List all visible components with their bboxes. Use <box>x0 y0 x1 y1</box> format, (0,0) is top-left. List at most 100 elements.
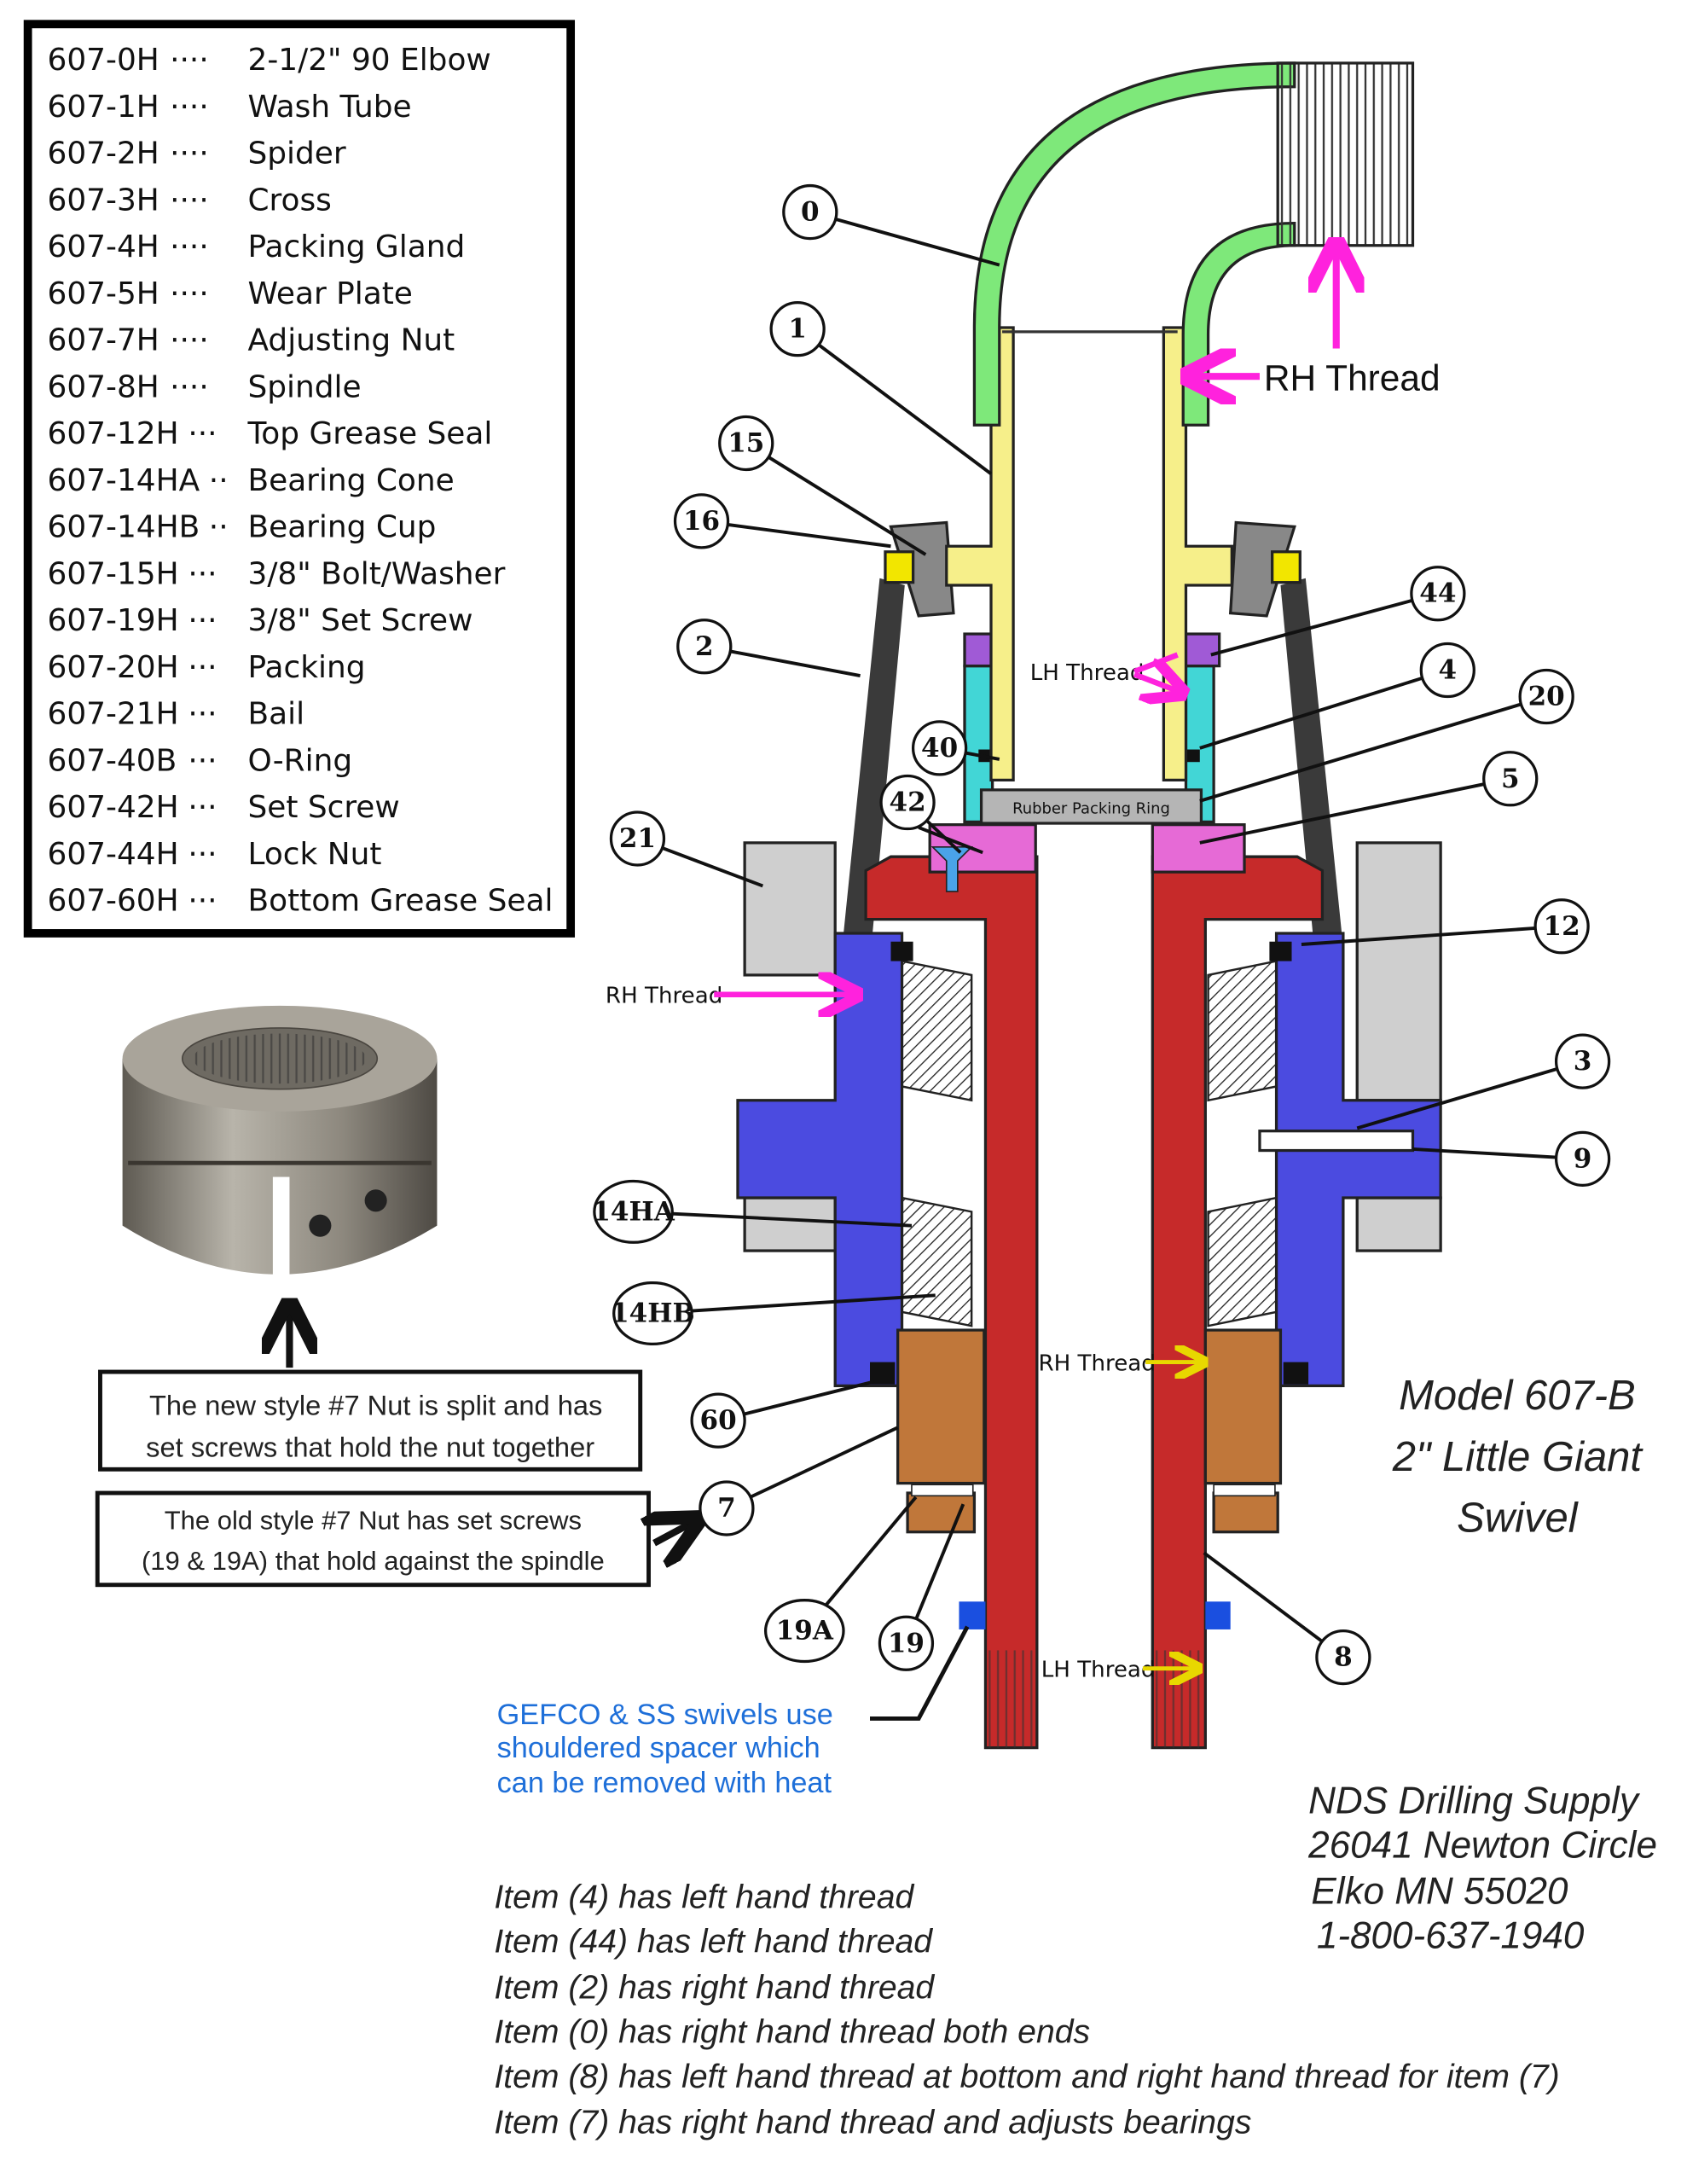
company-name: NDS Drilling Supply <box>1308 1780 1641 1821</box>
callout-number: 44 <box>1419 578 1456 609</box>
swivel-assembly: Rubber Packing Ring <box>736 61 1442 1750</box>
wear-plate-part-5 <box>928 823 1246 874</box>
part-description: Bearing Cone <box>247 463 454 498</box>
callout-0: 0 <box>782 183 1000 267</box>
spacer-left <box>959 1601 986 1629</box>
callout-60: 60 <box>690 1380 875 1449</box>
callout-number: 20 <box>1528 682 1565 712</box>
leader-line <box>1210 598 1413 657</box>
callout-21: 21 <box>609 810 764 888</box>
callout-number: 3 <box>1574 1046 1592 1077</box>
callout-42: 42 <box>879 774 983 855</box>
leader-line <box>1356 1067 1558 1130</box>
elbow-part-0 <box>972 61 1415 427</box>
leader-line <box>1199 676 1423 750</box>
leader-dots: ··· <box>188 650 217 685</box>
legend-row: 607-2H····Spider <box>47 136 345 171</box>
leader-dots: ··· <box>188 790 217 825</box>
callout-number: 40 <box>921 733 958 764</box>
legend-row: 607-1H····Wash Tube <box>47 90 411 125</box>
spindle-lh-thread-label: LH Thread <box>1041 1657 1156 1682</box>
callout-number: 19A <box>776 1616 834 1647</box>
part-code: 607-12H <box>47 416 178 451</box>
cross-part-3 <box>736 932 1442 1387</box>
part-code: 607-44H <box>47 837 178 872</box>
legend-row: 607-20H···Packing <box>47 650 365 685</box>
part-code: 607-40B <box>47 743 177 778</box>
part-description: Bearing Cup <box>247 510 436 545</box>
leader-dots: ·· <box>209 510 229 545</box>
callout-5: 5 <box>1199 751 1539 845</box>
part-code: 607-7H <box>47 323 159 358</box>
set-screw-19 <box>911 1484 1276 1497</box>
leader-line <box>743 1380 875 1416</box>
callout-1: 1 <box>769 301 993 475</box>
company-phone: 1-800-637-1940 <box>1317 1915 1585 1957</box>
callout-number: 12 <box>1544 911 1580 942</box>
callout-40: 40 <box>911 720 1000 776</box>
callout-number: 60 <box>700 1405 737 1436</box>
leader-dots: ···· <box>170 276 209 311</box>
elbow-rh-thread-label: RH Thread <box>1264 357 1441 398</box>
leader-dots: ··· <box>188 884 217 919</box>
lh-thread-arrows <box>1133 655 1178 691</box>
spider-part-2 <box>840 578 1345 961</box>
spacer-note-line-3: can be removed with heat <box>497 1767 832 1799</box>
legend-row: 607-12H···Top Grease Seal <box>47 416 492 451</box>
old-style-line-1: The old style #7 Nut has set screws <box>165 1505 582 1535</box>
grease-seals <box>870 941 1309 1385</box>
item-note: Item (7) has right hand thread and adjus… <box>494 2105 1251 2141</box>
callout-number: 16 <box>683 506 720 537</box>
part-code: 607-14HB <box>47 510 200 545</box>
leader-dots: ···· <box>170 43 209 78</box>
old-style-line-2: (19 & 19A) that hold against the spindle <box>142 1546 605 1576</box>
part-code: 607-14HA <box>47 463 200 498</box>
callout-19a: 19A <box>763 1496 918 1664</box>
callout-9: 9 <box>1412 1130 1611 1187</box>
legend-row: 607-40B···O-Ring <box>47 743 352 778</box>
model-title: Model 607-B 2" Little Giant Swivel <box>1392 1373 1644 1542</box>
new-style-line-2: set screws that hold the nut together <box>146 1432 594 1463</box>
callout-number: 15 <box>728 427 764 458</box>
part-code: 607-0H <box>47 43 159 78</box>
leader-dots: ···· <box>170 136 209 171</box>
leader-dots: ··· <box>188 697 217 732</box>
part-description: Packing Gland <box>247 229 465 264</box>
leader-dots: ·· <box>209 463 229 498</box>
legend-row: 607-3H····Cross <box>47 183 331 218</box>
leader-line <box>965 751 1000 761</box>
callout-number: 14HB <box>611 1298 695 1328</box>
callout-number: 9 <box>1574 1143 1592 1174</box>
part-code: 607-42H <box>47 790 178 825</box>
part-description: Wash Tube <box>247 90 411 125</box>
company-city: Elko MN 55020 <box>1311 1870 1568 1912</box>
callout-number: 1 <box>788 314 807 345</box>
leader-line <box>918 826 983 855</box>
callout-number: 42 <box>890 787 926 818</box>
leader-line <box>817 343 993 475</box>
leader-line <box>1203 1551 1324 1643</box>
legend-row: 607-14HB ·· Bearing Cup <box>47 510 436 545</box>
leader-dots: ···· <box>170 90 209 125</box>
legend-row: 607-21H···Bail <box>47 697 304 732</box>
leader-line <box>822 1496 918 1609</box>
legend-row: 607-19H···3/8" Set Screw <box>47 603 472 638</box>
part-description: 2-1/2" 90 Elbow <box>247 43 490 78</box>
callout-number: 19 <box>888 1628 925 1658</box>
item-note: Item (0) has right hand thread both ends <box>494 2014 1090 2051</box>
rubber-packing-ring-20: Rubber Packing Ring <box>979 788 1203 825</box>
adjusting-nut-part-7 <box>896 1328 1283 1534</box>
legend-row: 607-4H····Packing Gland <box>47 229 465 264</box>
spacer-note-line-2: shouldered spacer which <box>497 1732 820 1764</box>
part-description: Bail <box>247 697 304 732</box>
new-style-nut-photo <box>122 1005 438 1289</box>
callout-number: 0 <box>801 197 820 228</box>
leader-line <box>683 1293 936 1314</box>
item-note: Item (4) has left hand thread <box>494 1879 914 1915</box>
leader-dots: ··· <box>188 416 217 451</box>
callout-16: 16 <box>673 493 891 549</box>
part-description: Spider <box>247 136 345 171</box>
callout-number: 14HA <box>592 1196 675 1227</box>
tube-lh-thread-label: LH Thread <box>1030 660 1145 686</box>
spacer-note: GEFCO & SS swivels use shouldered spacer… <box>497 1699 833 1799</box>
